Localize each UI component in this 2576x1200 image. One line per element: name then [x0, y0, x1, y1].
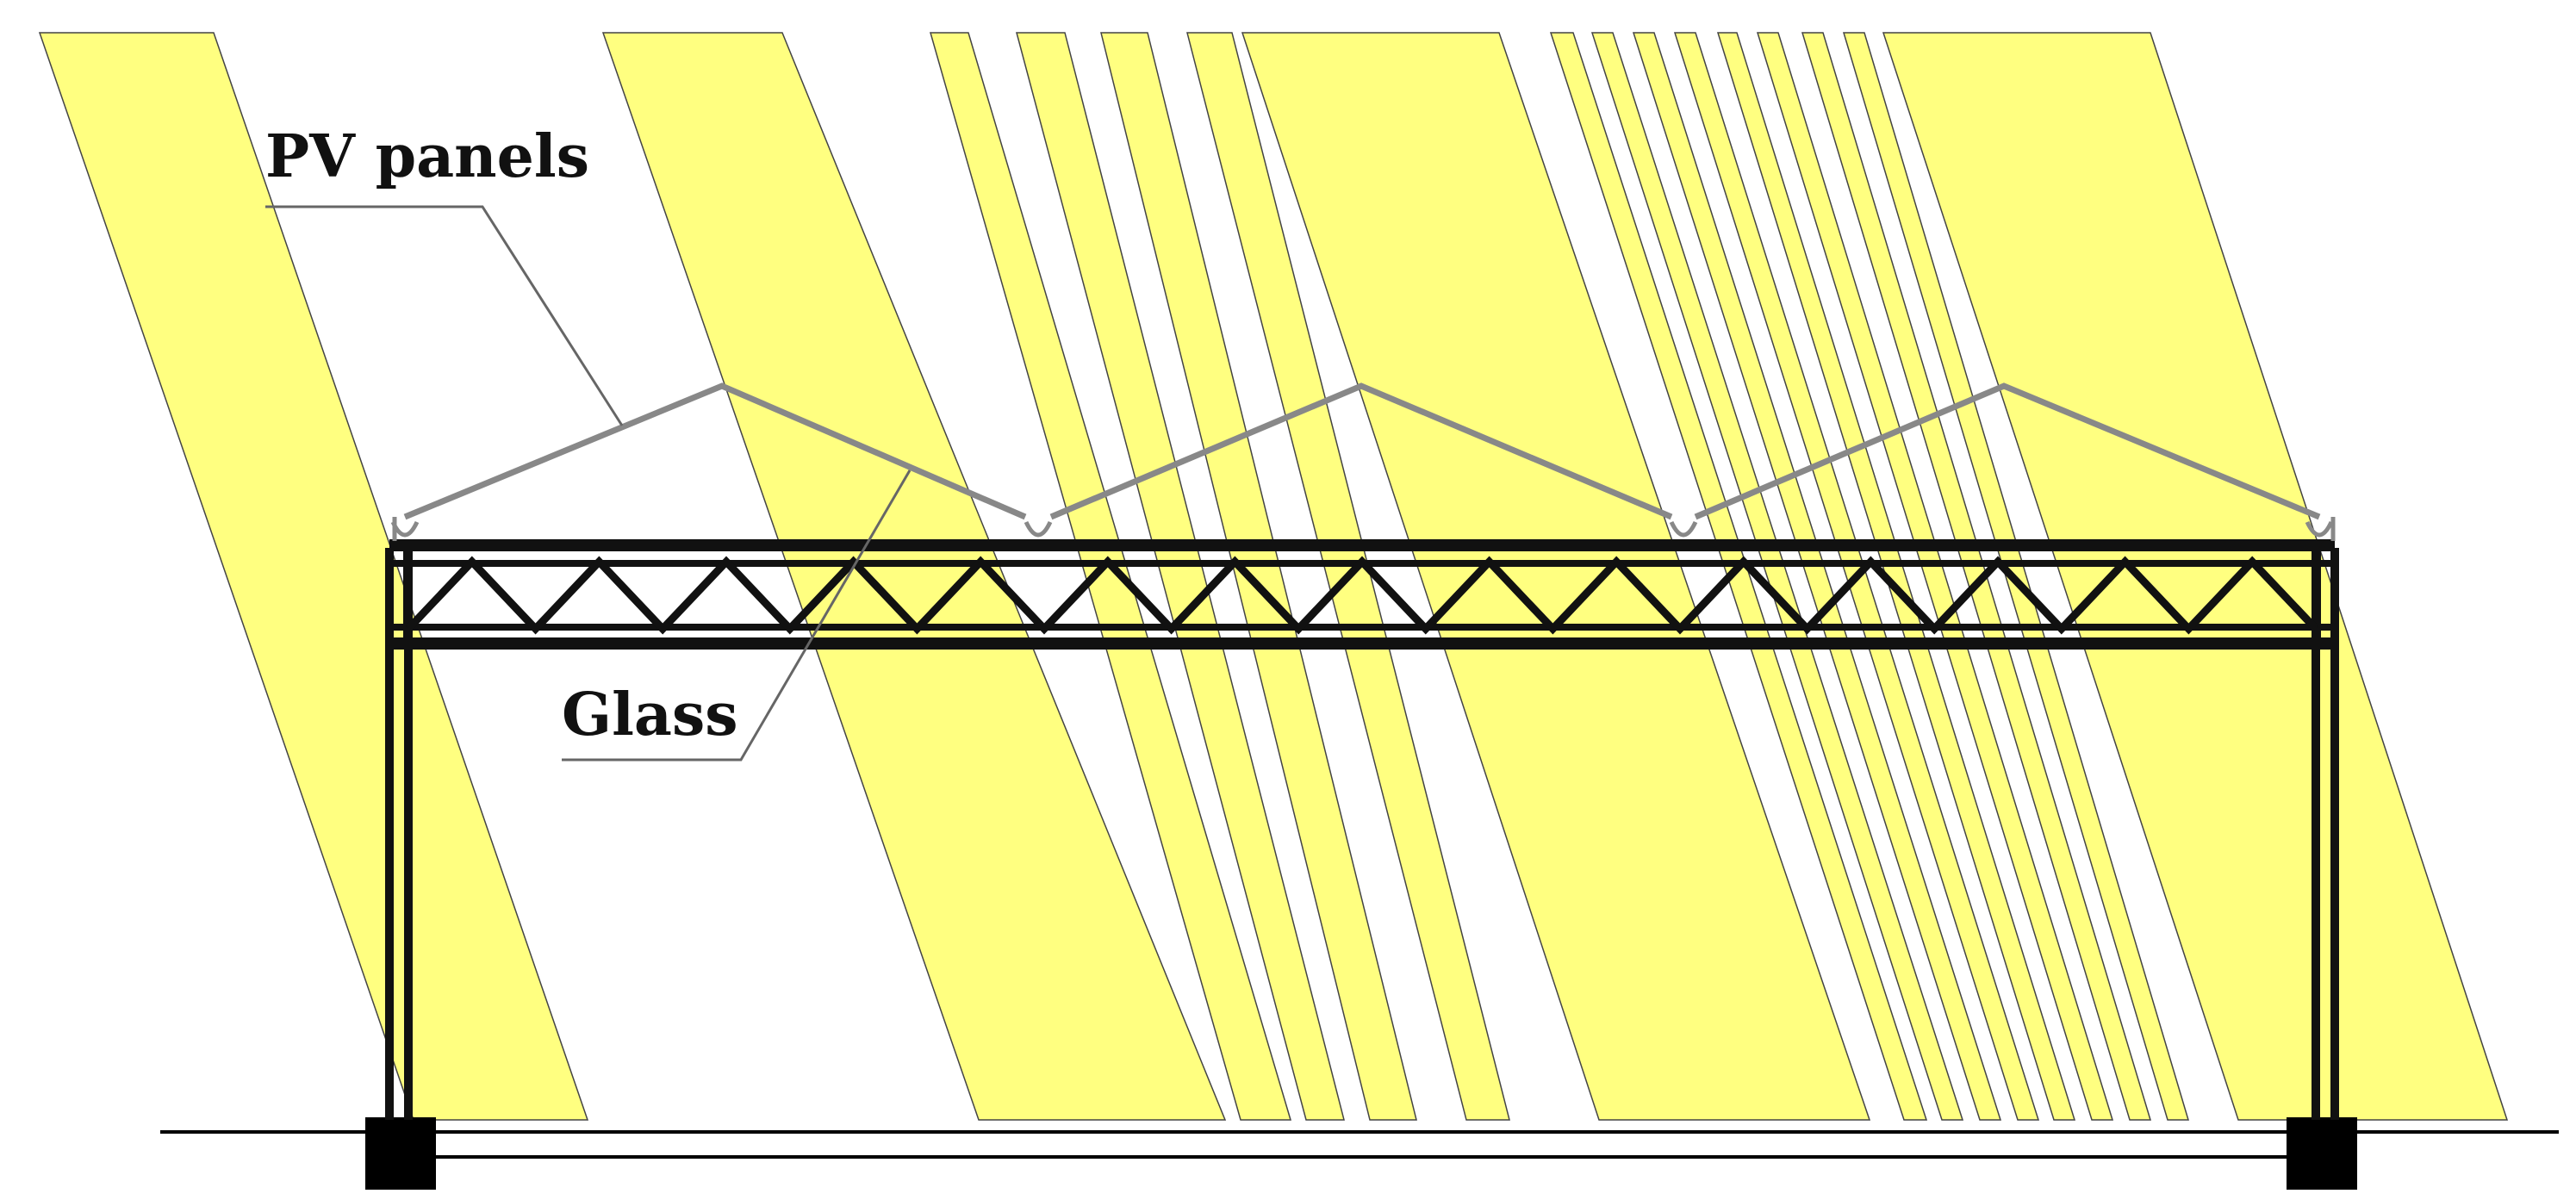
- light-band: [930, 32, 1292, 1121]
- light-band: [1632, 32, 2002, 1121]
- left-footing: [365, 1117, 436, 1190]
- light-band: [1100, 32, 1417, 1121]
- light-band: [38, 32, 589, 1121]
- pv-panels-label: PV panels: [265, 122, 589, 191]
- gutter: [2305, 520, 2334, 538]
- roof-cover: [390, 382, 2336, 541]
- pv-panels-leader: [265, 205, 624, 426]
- truss-top-chord: [389, 539, 2335, 551]
- steel-frame: [385, 539, 2339, 1120]
- roof-gable: [403, 382, 1027, 520]
- leader-lines: [265, 205, 912, 762]
- glass-leader: [562, 469, 912, 762]
- truss-bottom-chord-inner: [389, 624, 2335, 631]
- roof-gable: [1694, 382, 2321, 520]
- ground-layer: [160, 1117, 2559, 1190]
- light-band: [1756, 32, 2114, 1121]
- right-footing: [2287, 1117, 2357, 1190]
- light-band: [1882, 32, 2509, 1121]
- light-band: [1016, 32, 1345, 1121]
- light-band: [1241, 32, 1871, 1121]
- light-band: [1801, 32, 2152, 1121]
- glass-label: Glass: [562, 681, 738, 749]
- truss-web: [405, 556, 2319, 635]
- light-band: [601, 32, 1227, 1121]
- roof-gable: [1049, 382, 1673, 520]
- gutter: [1024, 520, 1053, 538]
- truss-bottom-chord: [389, 637, 2335, 650]
- gutter: [1669, 520, 1698, 538]
- light-band: [1716, 32, 2076, 1121]
- light-band: [1590, 32, 1964, 1121]
- light-band: [1549, 32, 1928, 1121]
